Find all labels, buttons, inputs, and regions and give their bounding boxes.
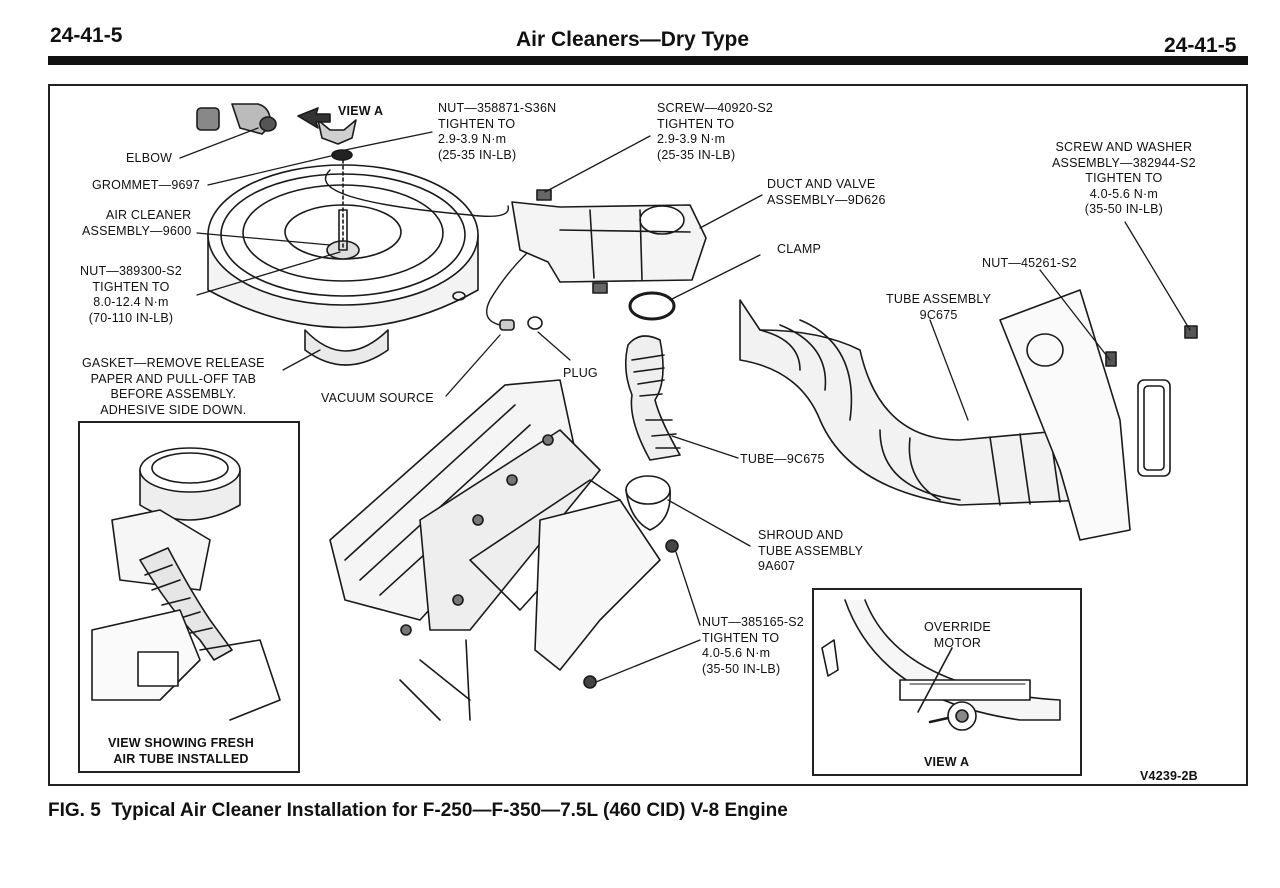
nut-45261-label: NUT—45261-S2: [982, 256, 1077, 270]
nut-389300-label: NUT—389300-S2 TIGHTEN TO 8.0-12.4 N·m (7…: [80, 264, 182, 325]
air-cleaner-label: AIR CLEANER ASSEMBLY—9600: [82, 208, 192, 238]
override-motor-label: OVERRIDE MOTOR: [924, 620, 991, 650]
grommet-label: GROMMET—9697: [92, 178, 200, 192]
elbow-label: ELBOW: [126, 151, 173, 165]
tube-9c675-drawing: [624, 335, 681, 461]
plug-drawing: [527, 316, 543, 330]
figure-code: V4239-2B: [1140, 769, 1198, 783]
view-a-inset-label: VIEW A: [924, 755, 970, 769]
tube-assembly-9c675-drawing: [739, 289, 1198, 541]
leader-lines: [179, 127, 1191, 683]
fresh-air-inset-drawing: [91, 447, 281, 721]
view-a-arrow-label: VIEW A: [338, 104, 384, 118]
inset-fresh-air-label: VIEW SHOWING FRESH AIR TUBE INSTALLED: [108, 736, 254, 766]
gasket-label: GASKET—REMOVE RELEASE PAPER AND PULL-OFF…: [82, 356, 265, 417]
screw-washer-label: SCREW AND WASHER ASSEMBLY—382944-S2 TIGH…: [1052, 140, 1196, 216]
nut-358871-label: NUT—358871-S36N TIGHTEN TO 2.9-3.9 N·m (…: [438, 101, 557, 162]
screw-40920-label: SCREW—40920-S2 TIGHTEN TO 2.9-3.9 N·m (2…: [657, 101, 774, 162]
page-number-left: 24-41-5: [50, 24, 123, 47]
vacuum-source-fitting: [499, 319, 515, 331]
tube-9c675-label: TUBE—9C675: [740, 452, 825, 466]
plug-label: PLUG: [563, 366, 598, 380]
header-rule: [48, 56, 1248, 65]
clamp-label: CLAMP: [777, 242, 822, 256]
duct-valve-label: DUCT AND VALVE ASSEMBLY—9D626: [767, 177, 886, 207]
view-a-inset: [812, 588, 1082, 776]
vacuum-source-label: VACUUM SOURCE: [321, 391, 434, 405]
figure-caption: FIG. 5 Typical Air Cleaner Installation …: [48, 800, 788, 821]
wing-nut-grommet-elbow-drawing: [196, 103, 357, 161]
tube-assembly-label: TUBE ASSEMBLY 9C675: [886, 292, 992, 322]
page-title: Air Cleaners—Dry Type: [516, 28, 750, 51]
duct-and-valve-drawing: [511, 189, 707, 294]
fresh-air-tube-inset: [78, 421, 300, 773]
air-cleaner-assembly-drawing: [207, 159, 479, 366]
clamp-drawing: [628, 291, 676, 321]
figure-frame: [48, 84, 1248, 786]
page-number-right: 24-41-5: [1164, 34, 1237, 57]
nut-385165-label: NUT—385165-S2 TIGHTEN TO 4.0-5.6 N·m (35…: [702, 615, 804, 676]
view-a-inset-drawing: [821, 599, 1061, 731]
engine-and-shroud-drawing: [329, 379, 679, 721]
shroud-label: SHROUD AND TUBE ASSEMBLY 9A607: [758, 528, 864, 573]
